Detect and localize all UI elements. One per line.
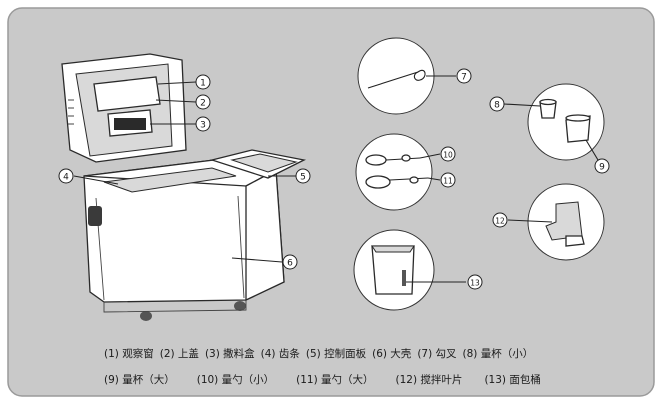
legend-item-2: (2) 上盖: [160, 347, 200, 360]
svg-text:11: 11: [443, 177, 453, 186]
legend-item-1: (1) 观察窗: [104, 347, 154, 360]
svg-text:12: 12: [495, 217, 505, 226]
svg-text:8: 8: [494, 101, 500, 111]
legend-item-13: (13) 面包桶: [484, 373, 540, 386]
callout-6: 6: [283, 255, 297, 269]
svg-text:9: 9: [599, 163, 605, 173]
legend-item-9: (9) 量杯（大）: [104, 373, 175, 386]
svg-text:5: 5: [300, 173, 306, 183]
svg-text:2: 2: [200, 99, 206, 109]
legend-item-12: (12) 搅拌叶片: [396, 373, 463, 386]
callout-1: 1: [196, 75, 210, 89]
callout-7: 7: [457, 69, 471, 83]
callout-4: 4: [59, 169, 73, 183]
legend-item-4: (4) 齿条: [261, 347, 301, 360]
callout-9: 9: [595, 159, 609, 173]
legend-item-6: (6) 大壳: [372, 347, 412, 360]
svg-text:6: 6: [287, 259, 293, 269]
callout-12: 12: [493, 213, 507, 227]
callout-13: 13: [468, 275, 482, 289]
legend-item-10: (10) 量勺（小）: [197, 374, 274, 386]
callout-2: 2: [196, 95, 210, 109]
legend-item-3: (3) 撒料盒: [205, 347, 255, 360]
callout-3: 3: [196, 117, 210, 131]
svg-text:13: 13: [470, 279, 480, 288]
legend-item-7: (7) 勾叉: [417, 347, 457, 360]
callout-10: 10: [441, 147, 455, 161]
svg-text:3: 3: [200, 121, 206, 131]
callout-11: 11: [441, 173, 455, 187]
callout-5: 5: [296, 169, 310, 183]
legend-item-5: (5) 控制面板: [306, 347, 367, 360]
svg-text:1: 1: [200, 79, 206, 89]
svg-text:7: 7: [461, 73, 467, 83]
svg-text:10: 10: [443, 151, 453, 160]
legend-item-8: (8) 量杯（小）: [463, 347, 534, 360]
legend-item-11: (11) 量勺（大）: [296, 373, 373, 386]
legend-row-1: (1) 观察窗 (2) 上盖 (3) 撒料盒 (4) 齿条 (5) 控制面板 (6) 大壳…: [104, 347, 533, 360]
svg-text:4: 4: [63, 173, 69, 183]
callout-8: 8: [490, 97, 504, 111]
